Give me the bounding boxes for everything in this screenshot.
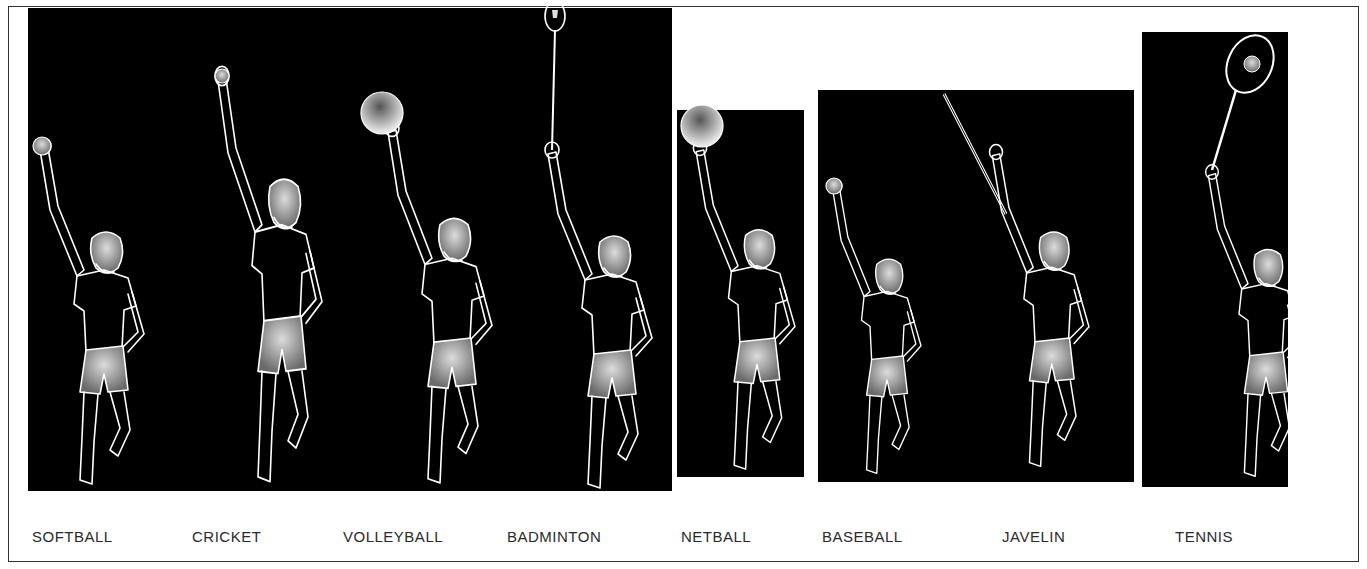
racket-head [1217, 28, 1282, 101]
sport-label: NETBALL [681, 528, 751, 545]
cricket-ball [215, 69, 229, 83]
player-figure [385, 120, 492, 483]
sport-label: JAVELIN [1002, 528, 1065, 545]
panel [818, 90, 1134, 482]
player-figure [545, 142, 652, 488]
frame [9, 7, 1359, 562]
player-figure [1206, 165, 1302, 476]
shuttlecock [552, 10, 558, 18]
panel [28, 8, 672, 491]
player-figure [215, 66, 322, 481]
netball-ball [681, 105, 723, 147]
baseball-ball [826, 178, 842, 194]
volleyball-ball [361, 92, 403, 134]
racket-shaft [1212, 90, 1236, 170]
racket-shaft [552, 30, 555, 150]
sport-label: BASEBALL [822, 528, 903, 545]
sport-label: VOLLEYBALL [343, 528, 443, 545]
player-figure [830, 179, 921, 473]
sport-label: TENNIS [1175, 528, 1233, 545]
player-figure [693, 140, 795, 469]
panel [677, 110, 804, 477]
racket-head [545, 1, 565, 31]
sport-label: BADMINTON [507, 528, 601, 545]
sport-label: CRICKET [192, 528, 261, 545]
tennis-ball [1244, 56, 1260, 72]
player-figure [37, 138, 144, 484]
sport-label: SOFTBALL [32, 528, 113, 545]
softball-ball [33, 137, 51, 155]
player-figure [989, 145, 1089, 467]
